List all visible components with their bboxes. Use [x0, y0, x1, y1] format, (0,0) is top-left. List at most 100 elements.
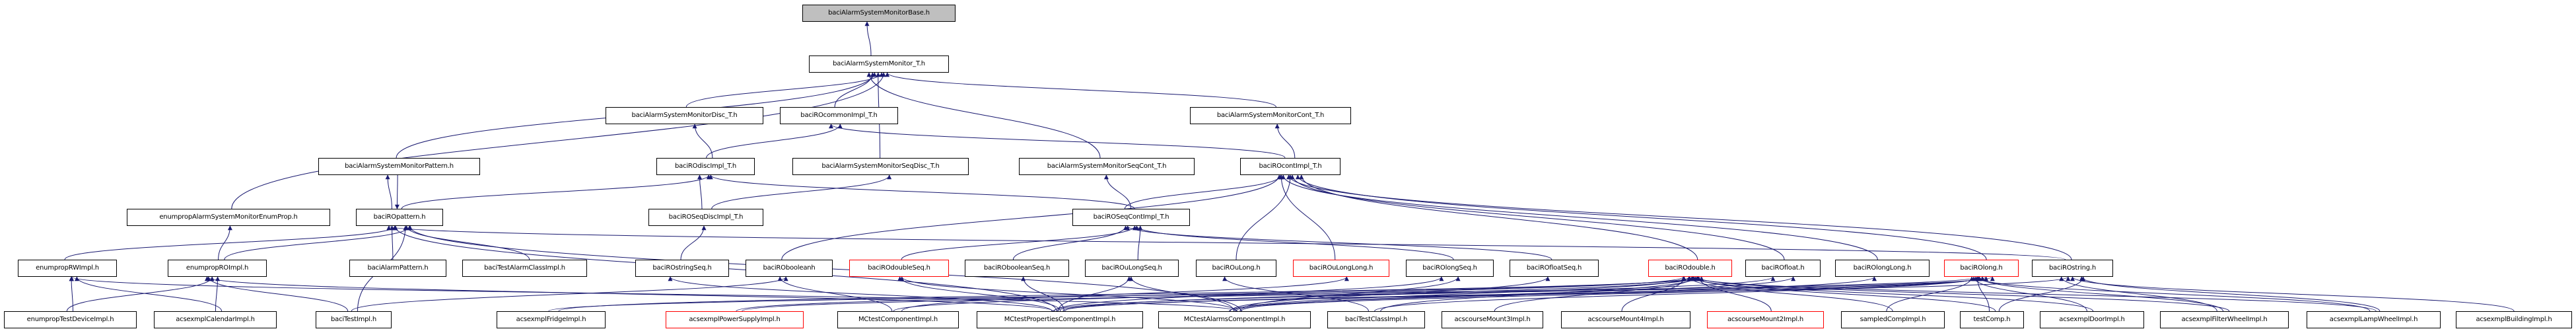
- edge-testClass-to-roDouble: [1380, 276, 1700, 312]
- edge-enumTestDevice-to-enumRO: [66, 276, 215, 312]
- edge-monSeqCont-to-monT: [866, 72, 1101, 159]
- edge-mount3-to-roDouble: [1494, 276, 1696, 312]
- graph-node-mon-pattern[interactable]: baciAlarmSystemMonitorPattern.h: [318, 158, 480, 175]
- edge-mcProps-to-roBooleanSeq: [1021, 276, 1064, 312]
- graph-node-ro-string[interactable]: baciROstring.h: [2032, 260, 2113, 277]
- graph-node-mc-alarms[interactable]: MCtestAlarmsComponentImpl.h: [1158, 311, 1311, 328]
- edge-lampWheel-to-roDouble: [1691, 276, 2377, 312]
- edge-enumRO-to-roPattern: [224, 225, 413, 260]
- graph-node-mc-comp[interactable]: MCtestComponentImpl.h: [837, 311, 959, 328]
- edge-roFloat-to-roCont: [1290, 174, 1785, 260]
- graph-node-ro-disc[interactable]: baciROdiscImpl_T.h: [656, 158, 755, 175]
- edge-roULong-to-roCont: [1236, 174, 1293, 260]
- graph-node-ro-u-long-seq[interactable]: baciROuLongSeq.h: [1085, 260, 1179, 277]
- graph-node-mount2[interactable]: acscourseMount2Impl.h: [1707, 311, 1824, 328]
- graph-node-ro-float-seq[interactable]: baciROfloatSeq.h: [1510, 260, 1599, 277]
- graph-node-ro-float[interactable]: baciROfloat.h: [1745, 260, 1821, 277]
- graph-node-test-class[interactable]: baciTestClassImpl.h: [1327, 311, 1425, 328]
- graph-node-ro-long[interactable]: baciROlong.h: [1944, 260, 2019, 277]
- graph-node-mc-props[interactable]: MCtestPropertiesComponentImpl.h: [977, 311, 1143, 328]
- graph-node-ro-pattern[interactable]: baciROpattern.h: [356, 209, 443, 226]
- graph-node-mon-seq-disc[interactable]: baciAlarmSystemMonitorSeqDisc_T.h: [792, 158, 969, 175]
- graph-node-calendar[interactable]: acsexmplCalendarImpl.h: [154, 311, 277, 328]
- graph-node-ro-seq-cont[interactable]: baciROSeqContImpl_T.h: [1072, 209, 1190, 226]
- edge-fridge-to-roLong: [548, 276, 1980, 312]
- graph-node-ro-u-long[interactable]: baciROuLong.h: [1196, 260, 1276, 277]
- graph-node-mount3[interactable]: acscourseMount3Impl.h: [1442, 311, 1543, 328]
- edge-enumRO-to-enumProp: [218, 225, 232, 260]
- edge-mcAlarms-to-roDoubleSeq: [899, 276, 1237, 312]
- edge-lampWheel-to-roString: [2079, 276, 2381, 312]
- graph-node-fridge[interactable]: acsexmplFridgeImpl.h: [497, 311, 606, 328]
- graph-node-test-comp[interactable]: testComp.h: [1960, 311, 2024, 328]
- graph-node-enum-r-o[interactable]: enumpropROImpl.h: [168, 260, 267, 277]
- edge-powerSupply-to-roLong: [742, 276, 1995, 312]
- graph-node-mount4[interactable]: acscourseMount4Impl.h: [1561, 311, 1690, 328]
- graph-node-alarm-pattern[interactable]: baciAlarmPattern.h: [349, 260, 446, 277]
- edge-roStringSeq-to-roSeqDisc: [680, 225, 707, 260]
- graph-node-mon-cont[interactable]: baciAlarmSystemMonitorCont_T.h: [1190, 107, 1351, 124]
- edge-mcProps-to-enumRO: [205, 276, 1054, 312]
- edge-mcAlarms-to-roLong: [1235, 276, 1985, 312]
- graph-node-ro-cont[interactable]: baciROcontImpl_T.h: [1240, 158, 1340, 175]
- edge-mcAlarms-to-enumRW: [69, 276, 1238, 312]
- graph-node-mon-disc[interactable]: baciAlarmSystemMonitorDisc_T.h: [606, 107, 763, 124]
- edge-testClass-to-roULong: [1222, 276, 1369, 312]
- graph-node-ro-boolean-seq[interactable]: baciRObooleanSeq.h: [965, 260, 1069, 277]
- edge-mcAlarms-to-roLongLong: [1229, 276, 1877, 312]
- edge-filterWheel-to-roLong: [1977, 276, 2223, 312]
- edge-roCont-to-roCommon: [829, 124, 1286, 159]
- edge-alarmPattern-to-roPattern: [390, 225, 395, 260]
- graph-node-door[interactable]: acsexmplDoorImpl.h: [2040, 311, 2144, 328]
- graph-node-ro-long-seq[interactable]: baciROlongSeq.h: [1406, 260, 1494, 277]
- graph-node-mon-t[interactable]: baciAlarmSystemMonitor_T.h: [809, 56, 949, 73]
- edge-roDisc-to-roCommon: [706, 124, 843, 159]
- edge-mcProps-to-roDoubleSeq: [897, 276, 1061, 312]
- edge-roLongLong-to-roCont: [1280, 174, 1878, 260]
- graph-node-sampled[interactable]: sampledCompImpl.h: [1841, 311, 1945, 328]
- edge-roSeqDisc-to-monSeqDisc: [711, 174, 892, 209]
- graph-node-enum-r-w[interactable]: enumpropRWImpl.h: [18, 260, 117, 277]
- edge-mount4-to-roDouble: [1621, 276, 1687, 312]
- edge-enumProp-to-monT: [231, 72, 886, 209]
- graph-node-power-supply[interactable]: acsexmplPowerSupplyImpl.h: [666, 311, 804, 328]
- edge-enumRW-to-roPattern: [64, 225, 398, 260]
- edge-roSeqDisc-to-roDisc: [697, 174, 703, 209]
- edge-roBoolean-to-roCont: [781, 174, 1282, 260]
- graph-node-mon-seq-cont[interactable]: baciAlarmSystemMonitorSeqCont_T.h: [1019, 158, 1195, 175]
- graph-node-ro-double[interactable]: baciROdouble.h: [1648, 260, 1732, 277]
- graph-node-ro-string-seq[interactable]: baciROstringSeq.h: [635, 260, 729, 277]
- edge-roCont-to-monCont: [1274, 124, 1296, 159]
- edge-sampled-to-roDouble: [1687, 276, 1893, 312]
- edge-roString-to-roCont: [1286, 174, 2072, 260]
- graph-node-ro-common[interactable]: baciROcommonImpl_T.h: [780, 107, 898, 124]
- graph-node-filter-wheel[interactable]: acsexmplFilterWheelImpl.h: [2160, 311, 2289, 328]
- edge-roPattern-to-roDisc: [401, 174, 711, 209]
- graph-node-ro-long-long[interactable]: baciROlongLong.h: [1835, 260, 1930, 277]
- edge-filterWheel-to-roDouble: [1694, 276, 2230, 312]
- graph-node-test-impl[interactable]: baciTestImpl.h: [316, 311, 392, 328]
- graph-node-enum-test-device[interactable]: enumpropTestDeviceImpl.h: [4, 311, 137, 328]
- edge-roDouble-to-roCont: [1299, 174, 1698, 260]
- graph-node-building[interactable]: acsexmplBuildingImpl.h: [2456, 311, 2572, 328]
- graph-node-lamp-wheel[interactable]: acsexmplLampWheelImpl.h: [2307, 311, 2441, 328]
- graph-node-enum-prop[interactable]: enumpropAlarmSystemMonitorEnumProp.h: [127, 209, 330, 226]
- edge-roBooleanSeq-to-roSeqCont: [1012, 225, 1129, 260]
- edge-mcAlarms-to-roFloat: [1241, 276, 1795, 312]
- edge-monT-to-base: [864, 21, 872, 56]
- graph-node-ro-boolean[interactable]: baciRObooleanh: [746, 260, 833, 277]
- edge-mcComp-to-roBoolean: [777, 276, 893, 312]
- edge-roString-to-roPattern: [386, 225, 2066, 260]
- edge-monPattern-to-roPattern: [394, 174, 400, 209]
- edge-roSeqCont-to-roCont: [1124, 174, 1284, 209]
- edge-testImpl-to-enumRO: [206, 276, 349, 312]
- edge-monDisc-to-monT: [685, 72, 884, 108]
- graph-node-ro-seq-disc[interactable]: baciROSeqDiscImpl_T.h: [648, 209, 763, 226]
- edge-roCommon-to-monT: [834, 72, 875, 108]
- edge-door-to-roDouble: [1689, 276, 2094, 312]
- graph-node-test-alarm-class[interactable]: baciTestAlarmClassImpl.h: [462, 260, 587, 277]
- graph-node-ro-double-seq[interactable]: baciROdoubleSeq.h: [849, 260, 949, 277]
- edge-sampled-to-roLong: [1886, 276, 1974, 312]
- graph-node-ro-u-long-long[interactable]: baciROuLongLong.h: [1293, 260, 1389, 277]
